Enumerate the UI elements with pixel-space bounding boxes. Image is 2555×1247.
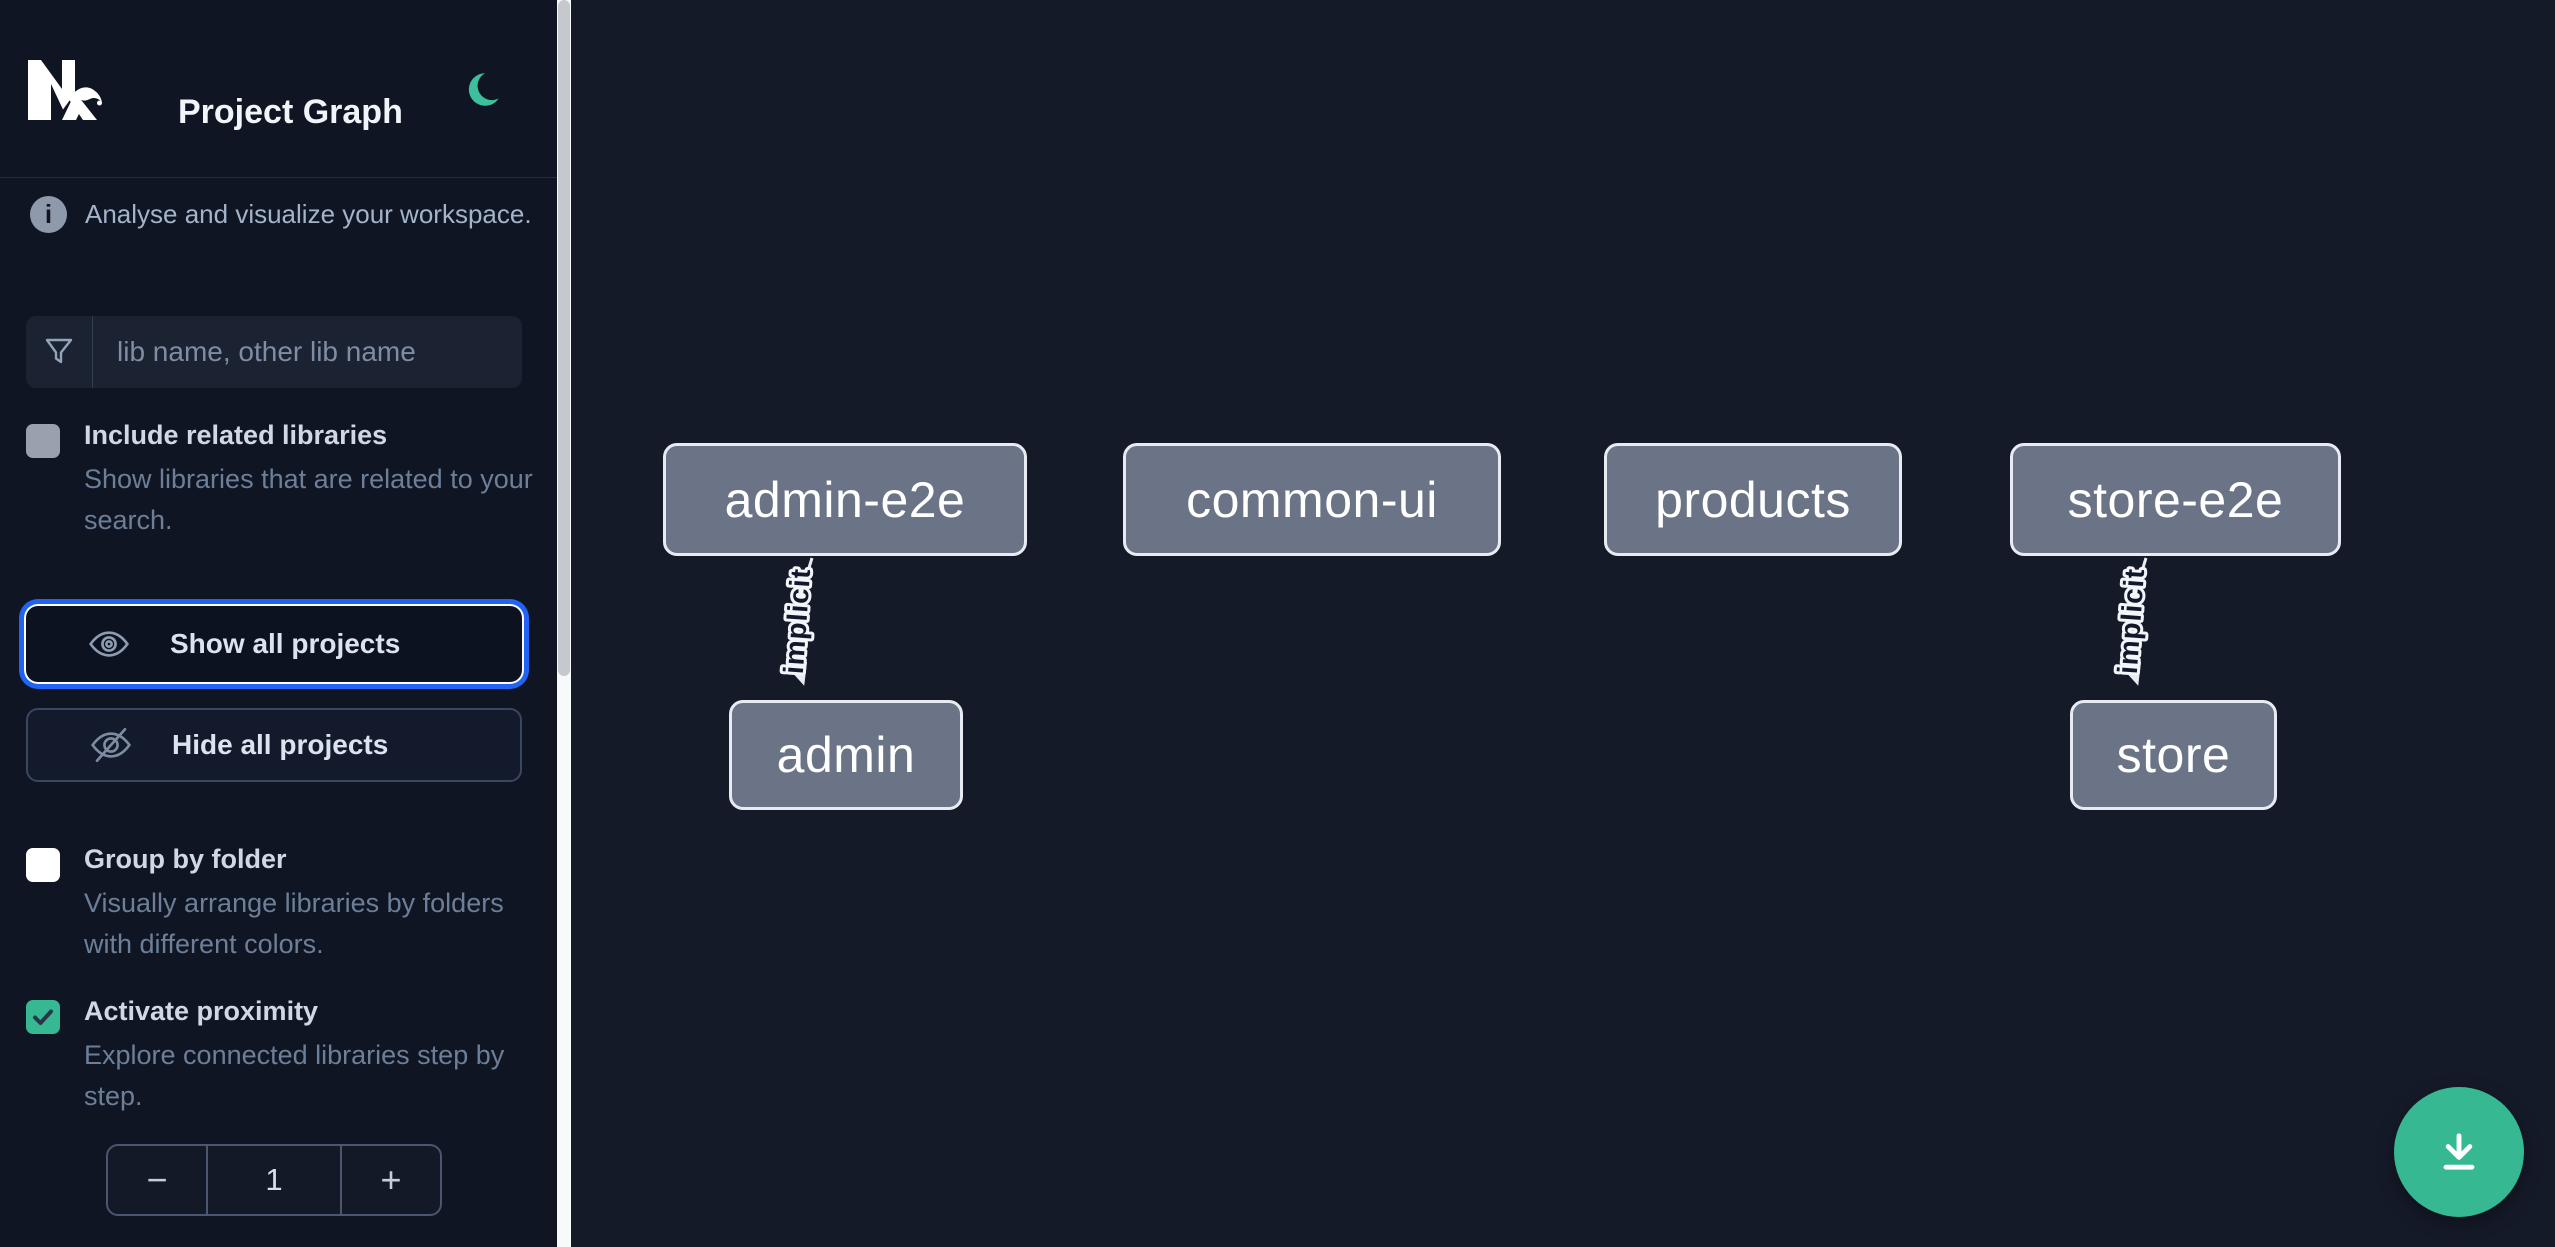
funnel-icon (26, 316, 93, 388)
edge-label-implicit: implicit (778, 567, 816, 675)
include-related-label[interactable]: Include related libraries (84, 420, 388, 450)
theme-toggle-button[interactable] (462, 66, 510, 114)
moon-icon (462, 69, 510, 111)
project-node-admin[interactable]: admin (729, 700, 963, 810)
library-filter-input[interactable] (93, 316, 522, 388)
decrement-button[interactable]: − (108, 1146, 206, 1214)
project-node-common-ui[interactable]: common-ui (1123, 443, 1501, 556)
proximity-depth-value: 1 (206, 1146, 342, 1214)
project-node-products[interactable]: products (1604, 443, 1902, 556)
show-all-projects-button[interactable]: Show all projects (26, 606, 522, 682)
hide-all-projects-button[interactable]: Hide all projects (26, 708, 522, 782)
app-title: Project Graph (178, 92, 403, 131)
nx-logo (26, 56, 102, 129)
sidebar-scrollbar-track[interactable] (557, 0, 571, 1247)
edge-admin-e2e-to-admin (788, 557, 814, 686)
workspace-tagline: Analyse and visualize your workspace. (85, 199, 532, 229)
activate-proximity-checkbox[interactable] (26, 1000, 60, 1034)
show-all-projects-label: Show all projects (170, 628, 401, 659)
edge-store-e2e-to-store (2122, 557, 2148, 686)
sidebar-header: Project Graph (0, 0, 557, 178)
workspace-tagline-row: i Analyse and visualize your workspace. (30, 196, 532, 233)
include-related-checkbox[interactable] (26, 424, 60, 458)
download-icon (2433, 1126, 2485, 1178)
sidebar: Project Graph i Analyse and visualize yo… (0, 0, 557, 1247)
include-related-toggle: Include related libraries Show libraries… (26, 420, 533, 540)
project-node-store[interactable]: store (2070, 700, 2277, 810)
group-by-folder-checkbox[interactable] (26, 848, 60, 882)
eye-icon (88, 623, 130, 665)
proximity-depth-stepper: − 1 + (106, 1144, 442, 1216)
include-related-description: Show libraries that are related to your … (84, 464, 533, 535)
group-by-folder-description: Visually arrange libraries by folders wi… (84, 888, 504, 959)
edge-label-implicit: implicit (2112, 567, 2150, 675)
activate-proximity-label[interactable]: Activate proximity (84, 996, 319, 1026)
group-by-folder-label[interactable]: Group by folder (84, 844, 287, 874)
increment-button[interactable]: + (342, 1146, 440, 1214)
sidebar-scrollbar-thumb[interactable] (558, 0, 570, 676)
activate-proximity-toggle: Activate proximity Explore connected lib… (26, 996, 526, 1116)
info-icon: i (30, 196, 67, 233)
group-by-folder-toggle: Group by folder Visually arrange librari… (26, 844, 526, 964)
library-filter-box (26, 316, 522, 388)
project-node-admin-e2e[interactable]: admin-e2e (663, 443, 1027, 556)
eye-slash-icon (90, 724, 132, 766)
activate-proximity-description: Explore connected libraries step by step… (84, 1040, 505, 1111)
project-node-store-e2e[interactable]: store-e2e (2010, 443, 2341, 556)
hide-all-projects-label: Hide all projects (172, 729, 389, 760)
download-graph-button[interactable] (2394, 1087, 2524, 1217)
